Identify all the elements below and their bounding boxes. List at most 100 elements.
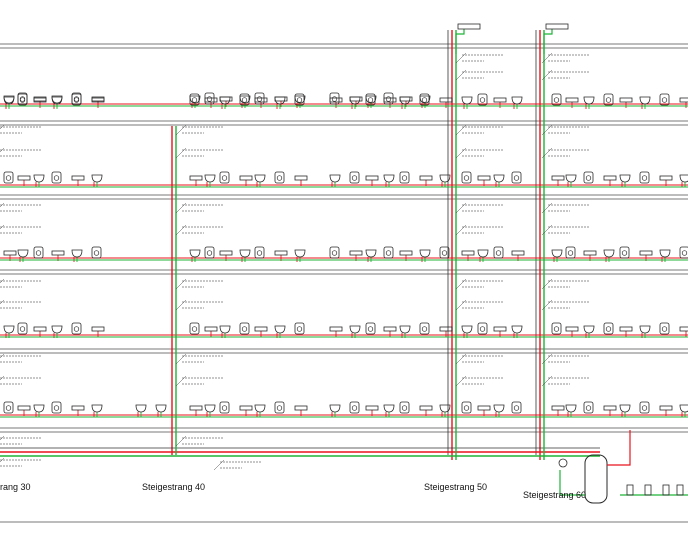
- washbasin-icon: [679, 174, 688, 183]
- washbasin-icon: [439, 404, 451, 413]
- washbasin-icon: [583, 96, 595, 105]
- washbasin-icon: [511, 325, 523, 334]
- sink-icon: [493, 326, 507, 332]
- leader-line: [455, 224, 467, 236]
- sink-icon: [204, 326, 218, 332]
- washbasin-icon: [71, 249, 83, 258]
- urinal-bowl: [367, 97, 374, 103]
- washbasin-icon: [419, 249, 431, 258]
- urinal-icon: [17, 322, 28, 335]
- washbasin-icon: [155, 404, 167, 413]
- urinal-bowl: [641, 175, 648, 181]
- washbasin-icon: [419, 95, 431, 104]
- urinal-bowl: [441, 250, 448, 256]
- sink-icon: [219, 96, 233, 102]
- sink-icon: [51, 250, 65, 256]
- sink-icon: [329, 97, 343, 103]
- urinal-bowl: [385, 96, 392, 102]
- urinal-bowl: [53, 175, 60, 181]
- hot-water-plant: [558, 430, 688, 504]
- sink-icon: [71, 405, 85, 411]
- washbasin-icon: [219, 325, 231, 334]
- urinal-bowl: [463, 405, 470, 411]
- washbasin-icon: [383, 404, 395, 413]
- urinal-icon: [603, 93, 614, 106]
- urinal-bowl: [553, 326, 560, 332]
- leader-line: [455, 202, 467, 214]
- washbasin-icon: [294, 249, 306, 258]
- urinal-icon: [461, 401, 472, 414]
- urinal-icon: [254, 246, 265, 259]
- riser-label-50: Steigestrang 50: [424, 482, 488, 492]
- urinal-bowl: [621, 250, 628, 256]
- sink-icon: [239, 405, 253, 411]
- urinal-icon: [365, 322, 376, 335]
- urinal-bowl: [421, 326, 428, 332]
- urinal-icon: [17, 92, 28, 105]
- sink-icon: [461, 250, 475, 256]
- leader-line: [455, 278, 467, 290]
- urinal-icon: [294, 93, 305, 106]
- leader-line: [175, 375, 187, 387]
- urinal-bowl: [93, 250, 100, 256]
- washbasin-icon: [551, 249, 563, 258]
- leader-line: [455, 375, 467, 387]
- leader-line: [175, 224, 187, 236]
- urinal-icon: [565, 246, 576, 259]
- washbasin-icon: [17, 249, 29, 258]
- sink-icon: [239, 175, 253, 181]
- sink-icon: [349, 250, 363, 256]
- urinal-bowl: [605, 326, 612, 332]
- urinal-icon: [639, 171, 650, 184]
- leader-line: [0, 353, 5, 359]
- urinal-icon: [439, 246, 450, 259]
- floor-lines: [0, 43, 688, 523]
- washbasin-icon: [493, 174, 505, 183]
- hot-water-pipes: [0, 30, 688, 460]
- sink-icon: [189, 405, 203, 411]
- urinal-bowl: [276, 175, 283, 181]
- sink-icon: [294, 405, 308, 411]
- sink-icon: [511, 250, 525, 256]
- urinal-icon: [189, 322, 200, 335]
- urinal-bowl: [463, 175, 470, 181]
- sink-icon: [17, 175, 31, 181]
- washbasin-icon: [51, 325, 63, 334]
- leader-line: [0, 202, 5, 208]
- leader-line: [541, 69, 553, 81]
- washbasin-icon: [294, 95, 306, 104]
- urinal-icon: [71, 93, 82, 106]
- urinal-bowl: [401, 405, 408, 411]
- washbasin-icon: [659, 249, 671, 258]
- sink-icon: [551, 405, 565, 411]
- urinal-icon: [189, 93, 200, 106]
- leader-line: [175, 278, 187, 290]
- washbasin-icon: [329, 174, 341, 183]
- urinal-bowl: [241, 97, 248, 103]
- storage-tank-icon: [584, 454, 608, 504]
- urinal-icon: [33, 246, 44, 259]
- urinal-bowl: [513, 405, 520, 411]
- leader-line: [455, 52, 467, 64]
- urinal-bowl: [367, 326, 374, 332]
- washbasin-icon: [679, 404, 688, 413]
- urinal-icon: [461, 171, 472, 184]
- washbasin-icon: [639, 325, 651, 334]
- urinal-bowl: [351, 405, 358, 411]
- sink-icon: [659, 405, 673, 411]
- leader-line: [541, 147, 553, 159]
- urinal-bowl: [495, 250, 502, 256]
- leader-line: [541, 52, 553, 64]
- washbasin-icon: [91, 174, 103, 183]
- leader-line: [175, 124, 187, 136]
- urinal-bowl: [296, 97, 303, 103]
- washbasin-icon: [189, 95, 201, 104]
- leader-line: [541, 375, 553, 387]
- sink-icon: [3, 250, 17, 256]
- sink-icon: [274, 96, 288, 102]
- urinal-bowl: [19, 326, 26, 332]
- leader-line: [0, 375, 5, 381]
- urinal-bowl: [191, 97, 198, 103]
- valve-icon: [662, 484, 670, 496]
